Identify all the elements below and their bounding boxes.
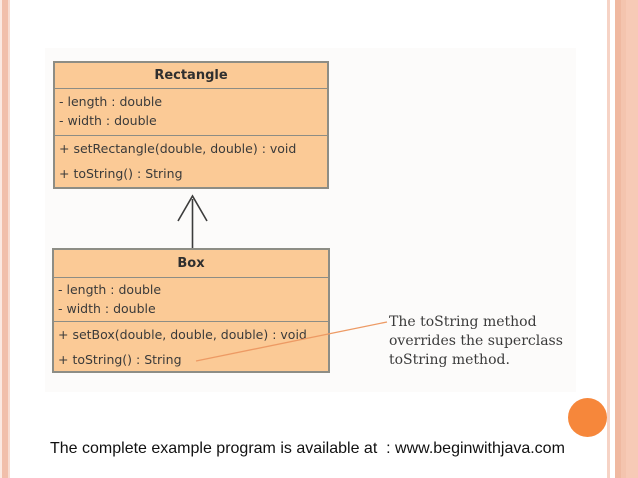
right-stripe-decoration [604,0,638,478]
class-name: Box [177,256,205,271]
annotation-line: toString method. [389,352,510,368]
class-method: + setRectangle(double, double) : void [59,141,297,156]
class-methods-section: + setBox(double, double, double) : void … [54,321,328,371]
left-stripe-decoration [0,0,11,478]
class-method: + toString() : String [58,352,182,367]
class-attribute: - length : double [58,282,162,297]
uml-class-box: Box - length : double - width : double +… [52,248,330,373]
class-method: + setBox(double, double, double) : void [58,327,307,342]
class-name: Rectangle [154,68,228,83]
class-attributes-section: - length : double - width : double [54,277,328,321]
accent-circle-decoration [568,398,607,437]
annotation-line: overrides the superclass [389,333,563,349]
class-method: + toString() : String [59,166,183,181]
slide-caption: The complete example program is availabl… [50,440,565,457]
tostring-annotation: The toString method overrides the superc… [389,313,574,370]
class-attributes-section: - length : double - width : double [55,88,327,135]
annotation-line: The toString method [389,314,537,330]
class-methods-section: + setRectangle(double, double) : void + … [55,135,327,187]
class-attribute: - length : double [59,94,163,109]
uml-class-rectangle: Rectangle - length : double - width : do… [53,61,329,189]
class-attribute: - width : double [59,113,157,128]
class-attribute: - width : double [58,301,156,316]
